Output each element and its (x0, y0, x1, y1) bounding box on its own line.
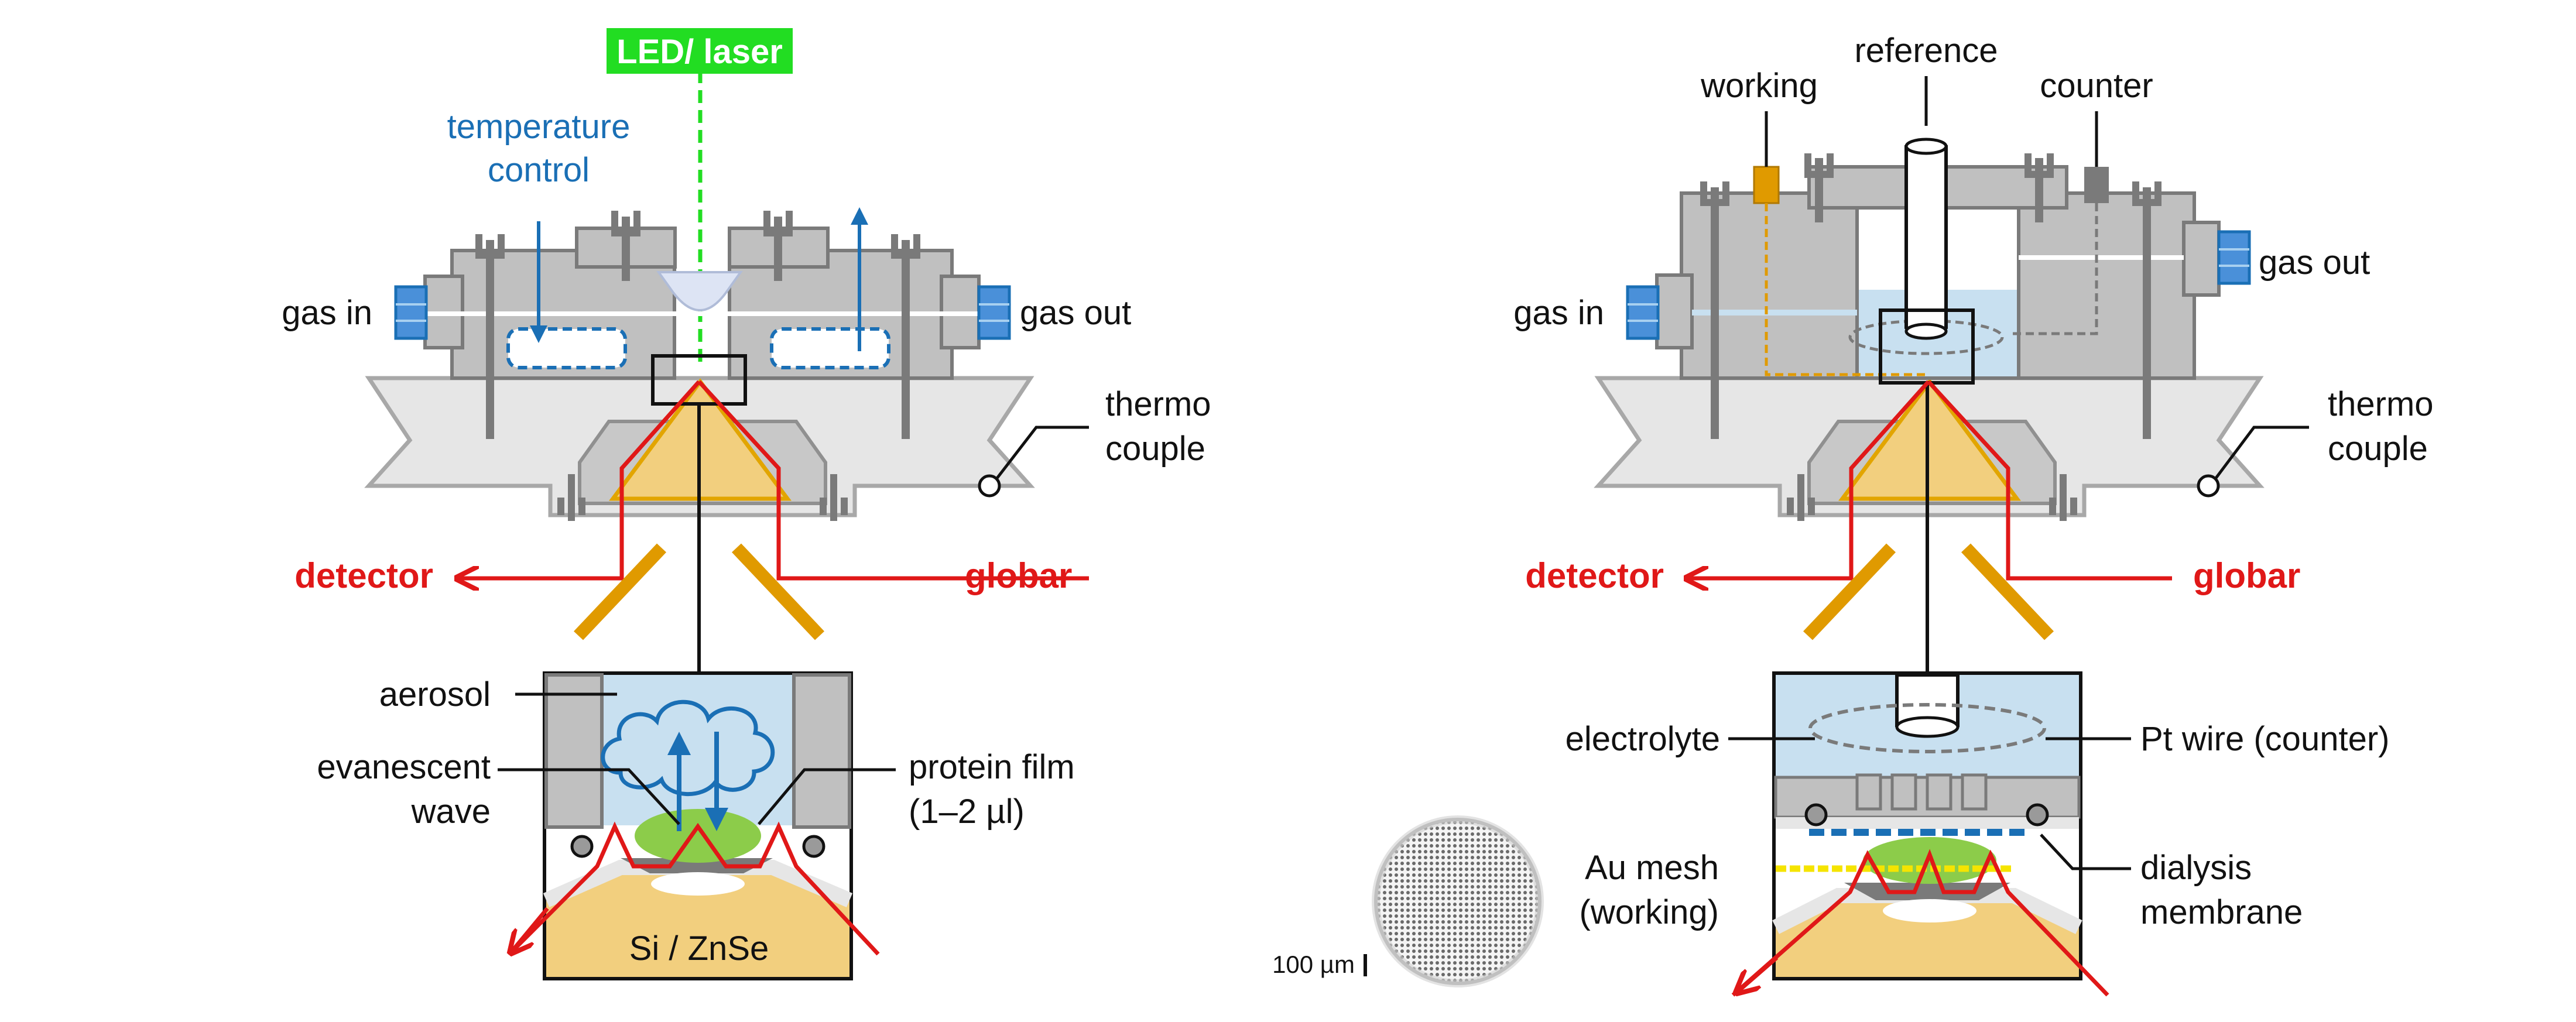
right-inset-ir-beam (1731, 849, 2109, 997)
temp-control-label-1: temperature (447, 108, 631, 146)
working-electrode-terminal (1753, 166, 1780, 204)
pt-wire-label: Pt wire (counter) (2140, 720, 2389, 758)
ir-beam-in (697, 380, 1089, 581)
screw-4 (891, 234, 920, 439)
gas-in-label: gas in (282, 294, 372, 332)
evanescent-label-2: wave (411, 793, 491, 831)
gas-out-connector (977, 285, 1011, 340)
right-housing-left (1680, 191, 1859, 380)
mirror-right (732, 543, 824, 640)
o-ring-right (802, 835, 825, 858)
crystal-label: Si / ZnSe (629, 930, 769, 968)
right-screw-3 (2025, 153, 2054, 222)
screw-2 (611, 211, 640, 281)
right-inset: electrolyte Pt wire (counter) Au mesh (w… (1566, 671, 2389, 997)
working-label: working (1700, 67, 1818, 105)
screw-1 (475, 234, 505, 439)
right-ir-beam-out (1686, 380, 1930, 578)
gas-in-connector (394, 285, 428, 340)
led-laser-label: LED/ laser (616, 33, 783, 71)
right-screw-2 (1804, 153, 1834, 222)
right-globar-label: globar (2193, 556, 2300, 595)
counter-label: counter (2040, 67, 2153, 105)
gas-out-label: gas out (1020, 294, 1131, 332)
pt-wire-ring (1848, 319, 2004, 355)
au-mesh-label-1: Au mesh (1585, 849, 1719, 887)
screw-3 (763, 211, 793, 281)
right-thermocouple-tip (2197, 474, 2220, 498)
counter-electrode-wire (2012, 203, 2098, 335)
thermocouple-lead (992, 426, 1089, 485)
screw-6 (820, 474, 848, 521)
o-ring-left (570, 835, 594, 858)
sample-inlet (656, 271, 743, 311)
thermocouple-label-1: thermo (1105, 385, 1211, 423)
right-detector-label: detector (1525, 556, 1664, 595)
protein-film (635, 809, 761, 863)
evanescent-field (621, 858, 773, 873)
right-gas-in-connector (1626, 285, 1660, 340)
scale-bar-label: 100 µm (1272, 951, 1355, 978)
thermocouple-tip (978, 474, 1001, 498)
temp-control-label-2: control (488, 151, 590, 189)
aerosol-cloud-icon (601, 699, 775, 796)
screw-5 (557, 474, 585, 521)
temp-control-left (506, 327, 627, 369)
au-mesh-label-2: (working) (1580, 893, 1719, 931)
right-atr-crystal (1838, 378, 2021, 501)
electrolyte-label: electrolyte (1566, 720, 1720, 758)
right-ir-beam-in (1927, 380, 2172, 581)
right-housing-right-side (2182, 221, 2221, 297)
right-screw-5 (1787, 474, 1815, 521)
globar-label: globar (965, 556, 1072, 595)
right-thermocouple-label-2: couple (2328, 430, 2428, 468)
right-thermocouple-lead (2211, 426, 2309, 485)
right-thermocouple-label-1: thermo (2328, 385, 2434, 423)
evanescent-label-1: evanescent (317, 748, 491, 786)
right-screw-4 (2132, 181, 2161, 439)
dialysis-label-1: dialysis (2140, 849, 2252, 887)
right-screw-6 (2049, 474, 2077, 521)
reference-label: reference (1854, 32, 1998, 70)
inset-crystal (546, 867, 849, 977)
right-protein-film (1863, 837, 1996, 884)
dialysis-label-2: membrane (2140, 893, 2303, 931)
led-laser-box (607, 28, 793, 74)
inset-ir-beam (508, 821, 880, 956)
right-mirror-right (1961, 543, 2054, 640)
protein-film-label-1: protein film (909, 748, 1075, 786)
left-inset: aerosol evanescent wave protein film (1–… (317, 671, 1075, 980)
detector-label: detector (294, 556, 433, 595)
right-screw-1 (1700, 181, 1729, 439)
working-electrode-wire (1765, 203, 1926, 376)
mirror-left (574, 543, 666, 640)
reference-electrode (1904, 139, 1948, 337)
temp-control-right (770, 327, 890, 369)
mesh-micrograph-icon (1372, 815, 1544, 987)
ir-beam-out (457, 380, 701, 578)
right-gas-out-label: gas out (2259, 244, 2370, 282)
right-o-ring-left (1804, 803, 1828, 826)
left-cell-diagram: LED/ laser (282, 28, 1211, 980)
right-mirror-left (1803, 543, 1896, 640)
inset-pt-wire (1808, 703, 2046, 753)
aerosol-label: aerosol (379, 675, 491, 714)
protein-film-label-2: (1–2 µl) (909, 793, 1025, 831)
right-cell-diagram: working reference counter gas in gas out… (1272, 32, 2434, 997)
right-housing-right (2017, 191, 2196, 380)
right-gas-out-connector (2217, 230, 2251, 285)
right-housing-left-side (1655, 273, 1694, 349)
right-o-ring-right (2026, 803, 2049, 826)
thermocouple-label-2: couple (1105, 430, 1205, 468)
right-inset-crystal (1776, 896, 2079, 977)
right-gas-in-label: gas in (1513, 294, 1604, 332)
counter-electrode-terminal (2084, 167, 2109, 203)
